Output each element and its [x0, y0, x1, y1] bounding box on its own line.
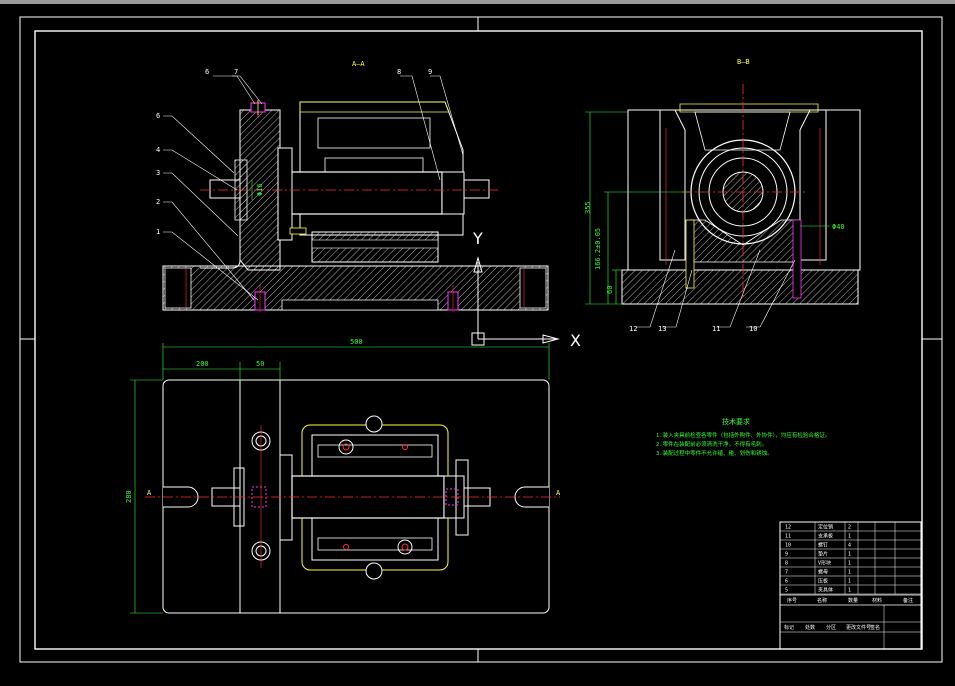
- tb-cell-1-1: 支承板: [818, 533, 833, 540]
- side-base: [621, 269, 859, 305]
- balloon-9: 9: [428, 68, 432, 76]
- tech-note-1: 1.装入夹具前检查各零件（包括外购件、外协件），均应有检验合格证。: [656, 431, 830, 439]
- tb-footer-4: 签名: [870, 624, 880, 631]
- tb-footer-2: 分区: [826, 624, 836, 631]
- tb-cell-0-0: 12: [785, 525, 791, 531]
- section-a-view: A—A: [156, 60, 549, 312]
- tb-cell-1-2: 1: [848, 534, 851, 540]
- coordinate-axes: [471, 256, 560, 346]
- balloon-6b: 6: [156, 112, 160, 120]
- overall-height-dim: 280: [125, 490, 133, 503]
- balloon-11: 11: [712, 325, 720, 333]
- tb-cell-0-1: 定位销: [818, 524, 833, 531]
- balloon-1: 1: [156, 228, 160, 236]
- balloon-6a: 6: [205, 68, 209, 76]
- tb-footer-0: 标记: [784, 624, 794, 631]
- tb-cell-4-0: 8: [785, 561, 788, 567]
- tb-cell-2-2: 4: [848, 543, 851, 549]
- tb-cell-4-1: V形块: [818, 560, 831, 567]
- shaft: [289, 171, 443, 215]
- tb-cell-5-1: 螺母: [818, 569, 828, 576]
- tb-header-2: 数量: [848, 597, 858, 604]
- tb-cell-6-1: 压板: [818, 578, 828, 585]
- tb-cell-7-0: 5: [785, 588, 788, 594]
- tech-notes: 技术要求 1.装入夹具前检查各零件（包括外购件、外协件），均应有检验合格证。 2…: [656, 417, 830, 457]
- tb-cell-3-1: 垫片: [818, 551, 828, 558]
- tb-cell-5-0: 7: [785, 570, 788, 576]
- tb-cell-2-1: 螺钉: [818, 542, 828, 549]
- tech-note-3: 3.装配过程中零件不允许磕、碰、划伤和锈蚀。: [656, 449, 773, 457]
- side-bore-dim: Φ40: [832, 223, 845, 231]
- section-a-title: A—A: [352, 60, 365, 68]
- leaders-a: [163, 75, 464, 301]
- side-shaft-height-dim: 166.2±0.05: [594, 228, 602, 270]
- section-mark-left: A: [147, 489, 152, 497]
- axis-y-label: Y: [472, 229, 483, 248]
- balloon-3: 3: [156, 169, 160, 177]
- left-part1-dim: 200: [196, 360, 209, 368]
- tb-cell-7-2: 1: [848, 588, 851, 594]
- tb-cell-3-0: 9: [785, 552, 788, 558]
- tb-cell-3-2: 1: [848, 552, 851, 558]
- v-support-block: [299, 101, 464, 236]
- title-block: 序号 名称 数量 材料 备注 标记 处数 分区 更改文件号 签名: [779, 521, 922, 650]
- balloon-8: 8: [397, 68, 401, 76]
- balloon-13: 13: [658, 325, 666, 333]
- front-dia-dim: Φ16: [256, 183, 264, 196]
- tech-notes-heading: 技术要求: [722, 417, 750, 426]
- balloon-7: 7: [234, 68, 238, 76]
- centering-marks: [20, 17, 942, 662]
- overall-length-dim: 500: [350, 338, 363, 346]
- tb-cell-2-0: 10: [785, 543, 791, 549]
- left-part2-dim: 50: [256, 360, 264, 368]
- tb-footer-1: 处数: [805, 624, 815, 631]
- section-b-title: B—B: [737, 58, 750, 66]
- tb-header-4: 备注: [903, 597, 913, 604]
- section-mark-right: A: [556, 489, 561, 497]
- tb-cell-6-2: 1: [848, 579, 851, 585]
- tb-cell-6-0: 6: [785, 579, 788, 585]
- tb-header-3: 材料: [872, 597, 882, 604]
- section-b-view: B—B 355: [584, 58, 861, 333]
- tb-cell-4-2: 1: [848, 561, 851, 567]
- tb-header-1: 名称: [817, 597, 827, 604]
- side-height-dim: 355: [584, 201, 592, 214]
- balloon-10: 10: [749, 325, 757, 333]
- side-base-dim: 60: [606, 286, 614, 294]
- sheet-inner-frame: [34, 30, 923, 650]
- balloon-4: 4: [156, 146, 160, 154]
- balloon-2: 2: [156, 198, 160, 206]
- axis-x-label: X: [570, 331, 581, 350]
- balloon-12: 12: [629, 325, 637, 333]
- tb-header-0: 序号: [787, 597, 797, 604]
- tb-cell-1-0: 11: [785, 534, 791, 540]
- tb-footer-3: 更改文件号: [846, 624, 871, 631]
- window-top-bar: [0, 0, 955, 4]
- top-view: A A 500 200 50 280: [125, 338, 561, 614]
- tb-cell-7-1: 夹具体: [818, 587, 833, 594]
- tech-note-2: 2.零件在装配前必须清洗干净，不得有毛刺。: [656, 440, 767, 448]
- tb-cell-0-2: 2: [848, 525, 851, 531]
- tb-cell-5-2: 1: [848, 570, 851, 576]
